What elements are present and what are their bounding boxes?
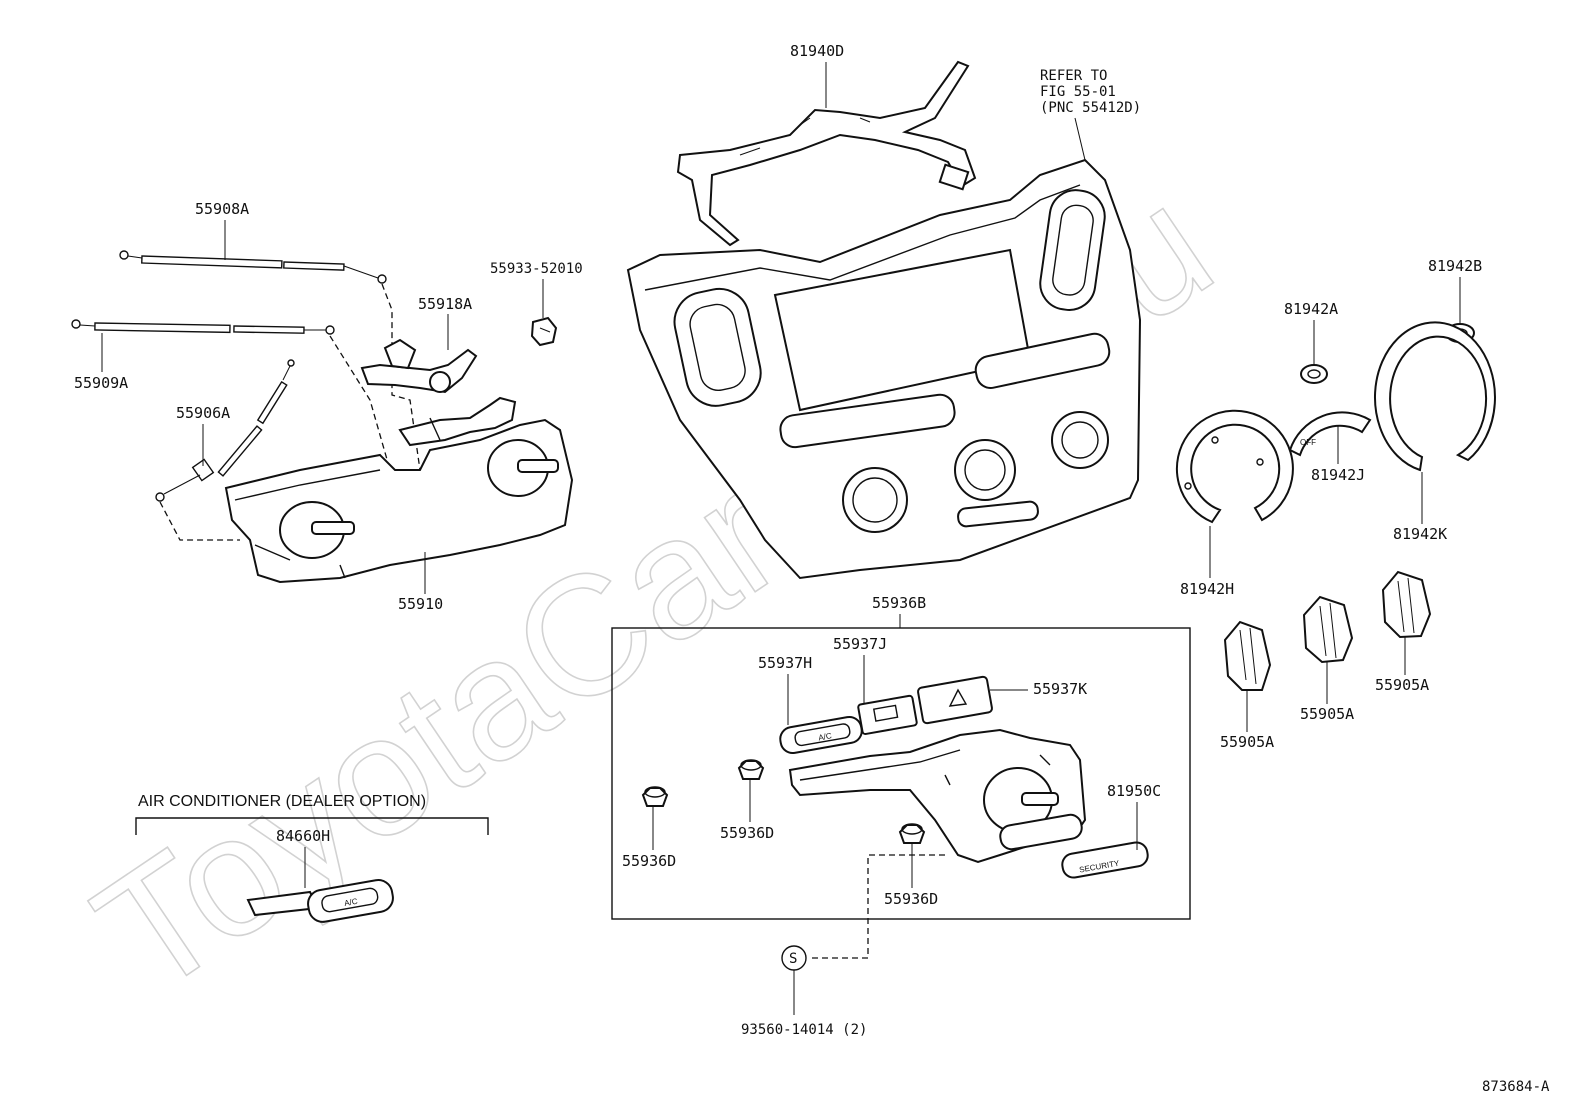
part-81950c-security-plate: SECURITY	[1061, 841, 1149, 879]
refer-note-line3: (PNC 55412D)	[1040, 100, 1141, 116]
part-93560-screw: S	[781, 945, 807, 971]
cable-55909a	[71, 319, 335, 335]
part-55933-clip	[530, 316, 558, 347]
ac-button-marking: A/C	[818, 731, 833, 742]
leader-refer	[1074, 117, 1086, 161]
part-55905a-knob-3	[1381, 570, 1432, 639]
ac-switch-marking: A/C	[344, 897, 359, 908]
part-81942a-ring	[1300, 364, 1328, 384]
part-55905a-knob-2	[1302, 595, 1354, 664]
label-55937k: 55937K	[1033, 680, 1087, 698]
part-84660h-ac-switch: A/C	[246, 878, 394, 923]
label-55933: 55933-52010	[490, 261, 583, 277]
part-55936d-bulb-2	[737, 759, 765, 780]
part-81942k-ring	[1373, 321, 1496, 472]
part-55936d-bulb-1	[641, 786, 669, 807]
screw-symbol: S	[789, 951, 797, 967]
label-55909a: 55909A	[74, 374, 128, 392]
label-81942j: 81942J	[1311, 466, 1365, 484]
dial-off-marking: OFF	[1300, 438, 1316, 447]
label-81950c: 81950C	[1107, 782, 1161, 800]
part-81942h-dial-plate	[1175, 409, 1294, 524]
label-55937h: 55937H	[758, 654, 812, 672]
part-55936d-bulb-3	[898, 823, 926, 844]
box-55936b	[611, 627, 1191, 920]
label-84660h: 84660H	[276, 827, 330, 845]
part-55937k-hazard-button	[917, 675, 993, 725]
label-55918a: 55918A	[418, 295, 472, 313]
group-caption-ac-option: AIR CONDITIONER (DEALER OPTION)	[138, 793, 426, 810]
label-81942a: 81942A	[1284, 300, 1338, 318]
label-55936d-2: 55936D	[720, 824, 774, 842]
part-55918a-lever	[360, 338, 478, 394]
label-81940d: 81940D	[790, 42, 844, 60]
dash-cable1	[381, 283, 421, 471]
label-55910: 55910	[398, 595, 443, 613]
label-55936b: 55936B	[872, 594, 926, 612]
label-81942k: 81942K	[1393, 525, 1447, 543]
label-55905a-2: 55905A	[1300, 705, 1354, 723]
label-55936d-1: 55936D	[622, 852, 676, 870]
cable-55908a	[119, 250, 387, 284]
part-55910-control-assembly	[224, 396, 574, 584]
dash-screw	[808, 854, 945, 959]
refer-note-line2: FIG 55-01	[1040, 84, 1116, 100]
part-55937h-ac-button: A/C	[779, 715, 863, 755]
label-55905a-3: 55905A	[1375, 676, 1429, 694]
label-55908a: 55908A	[195, 200, 249, 218]
label-81942b: 81942B	[1428, 257, 1482, 275]
cable-55906a	[155, 359, 295, 502]
group-bracket	[135, 817, 489, 835]
refer-note-line1: REFER TO	[1040, 68, 1107, 84]
center-cluster-panel	[626, 158, 1142, 580]
figure-reference: 873684-A	[1482, 1079, 1550, 1095]
part-55937j-defogger-button	[857, 694, 918, 735]
part-81942j-dial-plate: OFF	[1288, 411, 1372, 457]
dash-cable3	[159, 501, 240, 541]
part-81940d-bracket	[676, 60, 977, 247]
label-81942h: 81942H	[1180, 580, 1234, 598]
label-55905a-1: 55905A	[1220, 733, 1274, 751]
part-55905a-knob-1	[1223, 620, 1272, 691]
part-55936b-switch-body	[788, 728, 1087, 864]
label-55936d-3: 55936D	[884, 890, 938, 908]
label-55906a: 55906A	[176, 404, 230, 422]
label-55937j: 55937J	[833, 635, 887, 653]
label-93560: 93560-14014 (2)	[741, 1022, 867, 1038]
